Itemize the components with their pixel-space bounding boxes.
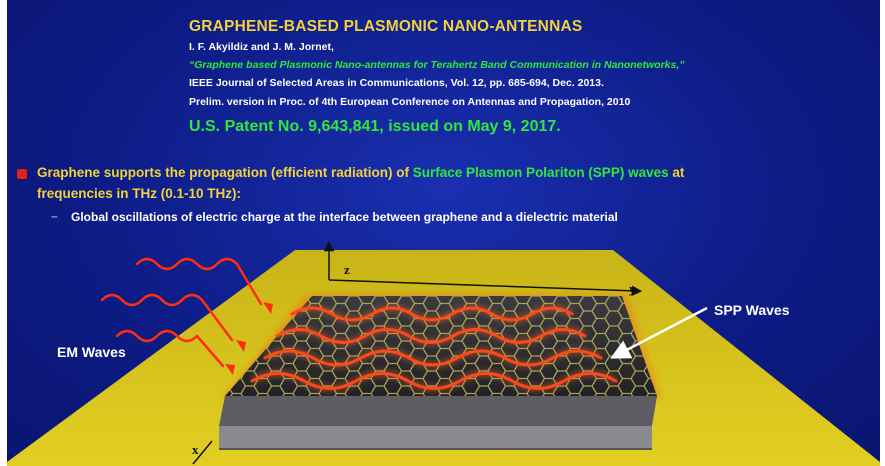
- bullet-text-a: Graphene supports the propagation (effic…: [37, 165, 413, 180]
- bullet-line-1: Graphene supports the propagation (effic…: [37, 165, 684, 180]
- bullet-marker: [17, 169, 27, 179]
- spp-wave-glow: [250, 304, 618, 392]
- authors: I. F. Akyildiz and J. M. Jornet,: [189, 41, 334, 53]
- x-axis: [192, 440, 213, 465]
- axis-y-label: y: [629, 281, 636, 296]
- axis-z-label: z: [344, 262, 350, 277]
- journal-citation: IEEE Journal of Selected Areas in Commun…: [189, 77, 604, 89]
- slide: GRAPHENE-BASED PLASMONIC NANO-ANTENNAS I…: [7, 0, 880, 466]
- bullet-line-2: frequencies in THz (0.1-10 THz):: [37, 186, 242, 201]
- em-waves-label: EM Waves: [57, 344, 126, 360]
- paper-title: “Graphene based Plasmonic Nano-antennas …: [189, 59, 685, 71]
- y-axis: [328, 279, 643, 297]
- em-wave-arrows: [100, 257, 263, 368]
- bullet-text-b: at: [668, 165, 685, 180]
- em-arrow-heads: [225, 302, 273, 375]
- axis-x-label: x: [192, 442, 199, 457]
- spp-highlight: Surface Plasmon Polariton (SPP) waves: [412, 165, 669, 180]
- spp-pointer-arrow: [610, 306, 708, 359]
- substrate-top-edge: [219, 396, 657, 426]
- sub-bullet-dash: –: [51, 209, 58, 223]
- slide-title: GRAPHENE-BASED PLASMONIC NANO-ANTENNAS: [189, 18, 583, 35]
- spp-waves-label: SPP Waves: [714, 302, 790, 318]
- patent-note: U.S. Patent No. 9,643,841, issued on May…: [189, 118, 561, 135]
- graphene-antenna-figure: [7, 240, 880, 466]
- hex-lattice: [225, 296, 657, 396]
- substrate-front: [219, 426, 652, 449]
- sub-bullet-text: Global oscillations of electric charge a…: [71, 210, 618, 224]
- preliminary-version: Prelim. version in Proc. of 4th European…: [189, 96, 631, 108]
